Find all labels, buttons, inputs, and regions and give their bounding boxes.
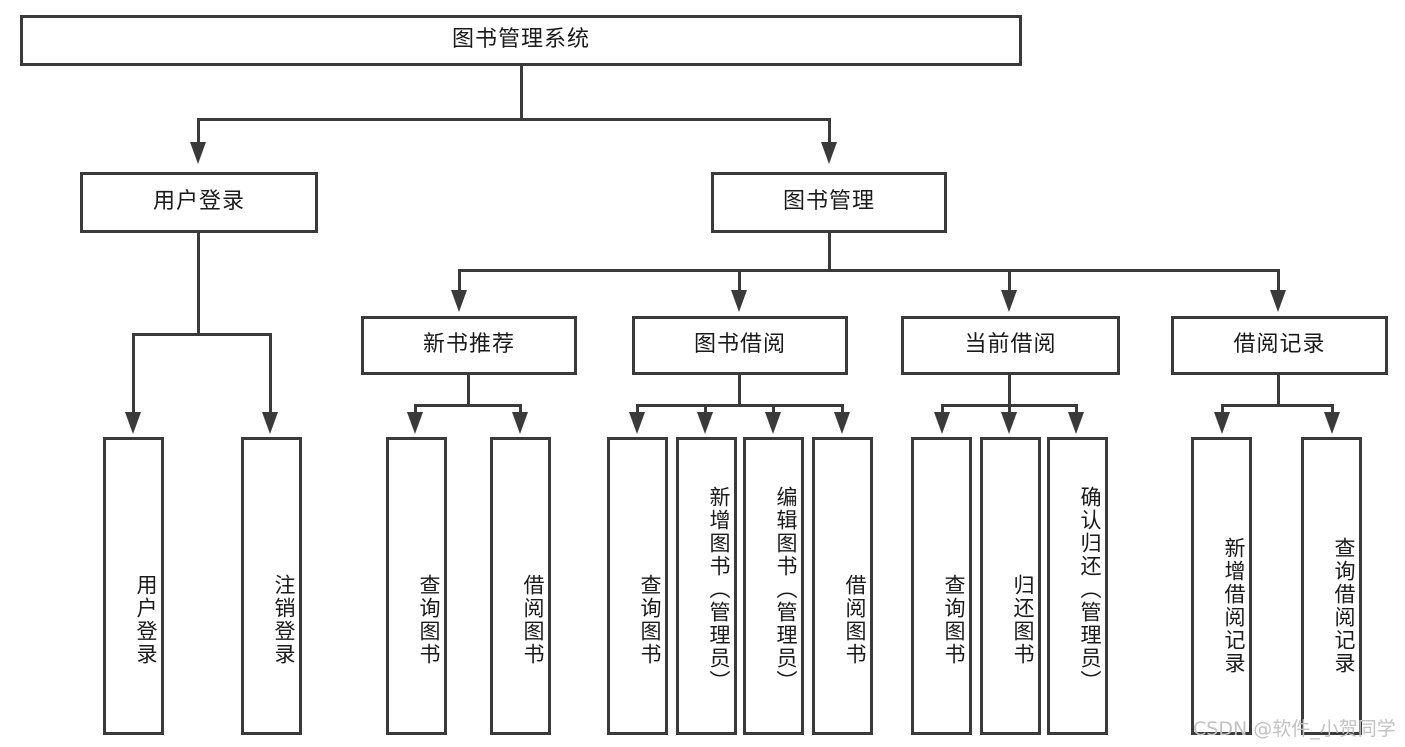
connector-cb-to-leaf-10 xyxy=(1008,404,1011,416)
connector-bb-to-leaf-6 xyxy=(704,404,707,416)
node-borrowing-record[interactable]: 借阅记录 xyxy=(1171,316,1388,375)
node-user-login[interactable]: 用户登录 xyxy=(80,172,318,233)
connector-book-manage-trunk xyxy=(828,232,831,272)
connector-nbr-to-leaf-3 xyxy=(414,404,417,416)
connector-bm-to-current-borrow xyxy=(1008,269,1011,293)
arrow-to-leaf-5 xyxy=(629,412,645,434)
connector-bm-to-book-borrow xyxy=(738,269,741,293)
connector-borrow-record-trunk xyxy=(1277,374,1280,407)
leaf-node-logout[interactable]: 注销登录 xyxy=(241,437,302,735)
arrow-to-leaf-2 xyxy=(262,412,278,434)
connector-root-to-user-login xyxy=(197,118,200,146)
arrow-root-to-user-login xyxy=(190,142,206,164)
connector-br-to-leaf-12 xyxy=(1221,404,1224,416)
connector-cb-to-leaf-11 xyxy=(1075,404,1078,416)
connector-user-login-trunk xyxy=(197,232,200,336)
connector-bb-to-leaf-8 xyxy=(841,404,844,416)
arrow-to-borrow-record xyxy=(1270,290,1286,312)
node-book-management[interactable]: 图书管理 xyxy=(711,172,947,233)
arrow-to-current-borrow xyxy=(1001,290,1017,312)
connector-user-login-bar xyxy=(132,333,272,336)
connector-root-to-book-manage xyxy=(828,118,831,146)
csdn-watermark: CSDN @软件_小贺同学 xyxy=(1193,718,1396,740)
connector-book-borrow-trunk xyxy=(738,374,741,407)
leaf-node-borrow-books-rec[interactable]: 借阅图书 xyxy=(490,437,551,735)
leaf-node-borrow-books[interactable]: 借阅图书 xyxy=(812,437,873,735)
leaf-node-user-login[interactable]: 用户登录 xyxy=(103,437,164,735)
connector-new-book-rec-trunk xyxy=(467,374,470,407)
connector-nbr-to-leaf-4 xyxy=(519,404,522,416)
connector-book-borrow-bar xyxy=(636,404,844,407)
arrow-to-leaf-12 xyxy=(1214,412,1230,434)
arrow-to-leaf-11 xyxy=(1068,412,1084,434)
arrow-to-leaf-4 xyxy=(512,412,528,434)
connector-bm-to-new-book-rec xyxy=(458,269,461,293)
arrow-to-leaf-13 xyxy=(1324,412,1340,434)
node-root-book-management-system[interactable]: 图书管理系统 xyxy=(20,15,1022,66)
connector-user-login-to-leaf-2 xyxy=(269,333,272,415)
arrow-to-leaf-1 xyxy=(125,412,141,434)
connector-book-manage-bar xyxy=(458,269,1280,272)
arrow-to-leaf-8 xyxy=(834,412,850,434)
leaf-node-query-books-borrow[interactable]: 查询图书 xyxy=(607,437,668,735)
connector-bm-to-borrow-record xyxy=(1277,269,1280,293)
arrow-to-leaf-9 xyxy=(934,412,950,434)
leaf-node-edit-book-admin[interactable]: 编辑图书（管理员） xyxy=(743,437,804,735)
connector-new-book-rec-bar xyxy=(414,404,522,407)
leaf-node-confirm-return-admin[interactable]: 确认归还（管理员） xyxy=(1047,437,1108,735)
connector-bb-to-leaf-5 xyxy=(636,404,639,416)
leaf-node-query-borrow-record[interactable]: 查询借阅记录 xyxy=(1301,437,1362,735)
connector-cb-to-leaf-9 xyxy=(941,404,944,416)
arrow-to-leaf-10 xyxy=(1001,412,1017,434)
leaf-node-return-books[interactable]: 归还图书 xyxy=(980,437,1041,735)
connector-borrow-record-bar xyxy=(1221,404,1334,407)
connector-br-to-leaf-13 xyxy=(1331,404,1334,416)
arrow-to-new-book-rec xyxy=(451,290,467,312)
arrow-root-to-book-manage xyxy=(821,142,837,164)
leaf-node-add-book-admin[interactable]: 新增图书（管理员） xyxy=(676,437,737,735)
arrow-to-book-borrow xyxy=(731,290,747,312)
connector-current-borrow-trunk xyxy=(1008,374,1011,407)
node-book-borrowing[interactable]: 图书借阅 xyxy=(632,316,848,375)
connector-root-trunk xyxy=(520,65,523,120)
node-new-book-recommendation[interactable]: 新书推荐 xyxy=(361,316,577,375)
connector-bb-to-leaf-7 xyxy=(772,404,775,416)
node-current-borrowing[interactable]: 当前借阅 xyxy=(901,316,1120,375)
connector-root-bar xyxy=(197,118,831,121)
connector-user-login-to-leaf-1 xyxy=(132,333,135,415)
arrow-to-leaf-6 xyxy=(697,412,713,434)
leaf-node-query-books-rec[interactable]: 查询图书 xyxy=(386,437,447,735)
arrow-to-leaf-3 xyxy=(407,412,423,434)
leaf-node-add-borrow-record[interactable]: 新增借阅记录 xyxy=(1191,437,1252,735)
arrow-to-leaf-7 xyxy=(765,412,781,434)
leaf-node-query-books-current[interactable]: 查询图书 xyxy=(911,437,972,735)
